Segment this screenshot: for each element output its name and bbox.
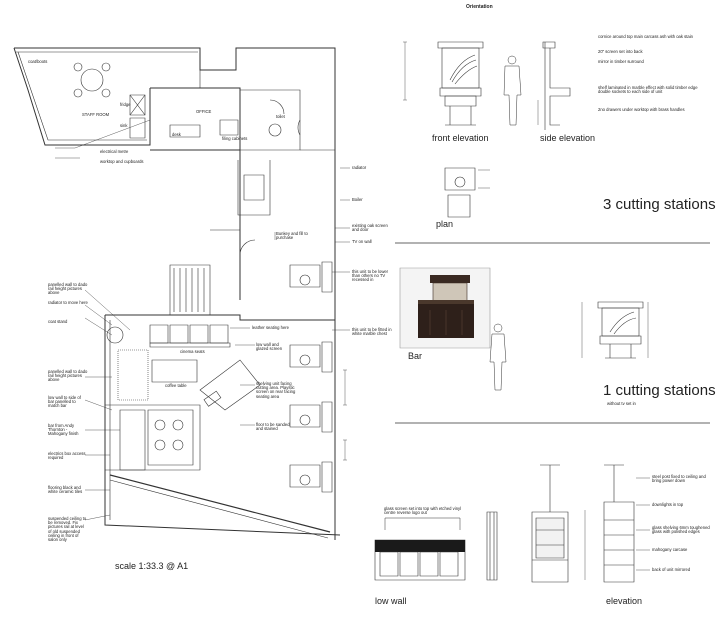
note-downlights: downlights in top — [652, 502, 684, 507]
note-boiler: Boiler — [352, 197, 363, 202]
note-panelled-wall-2: panelled wall to dado rail height pictur… — [48, 369, 88, 383]
person-silhouette-1 — [504, 56, 521, 125]
note-mirror: mirror in timber surround — [598, 59, 644, 64]
person-silhouette-2 — [490, 324, 506, 390]
label-front-elevation: front elevation — [432, 133, 489, 143]
label-bar: Bar — [408, 351, 423, 361]
station-plan-drawing — [445, 168, 490, 217]
note-radiator-move: radiator to move here — [48, 300, 88, 305]
note-floor-sanded: floor to be sanded and stained — [256, 422, 290, 432]
label-plan: plan — [436, 219, 454, 229]
label-filing-cabinets: filing cabinets — [222, 136, 248, 141]
note-electrical-metre: electrical metre — [100, 149, 129, 154]
label-low-wall: low wall — [375, 596, 407, 606]
note-steel-post: steel post fixed to ceiling and bring po… — [652, 474, 706, 484]
label-coat-boots: coat/boots — [28, 59, 48, 64]
title-3-cutting-stations: 3 cutting stations — [603, 196, 716, 213]
label-toilet: toilet — [276, 114, 285, 119]
label-desk: desk — [172, 132, 181, 137]
note-back-mirrored: back of unit mirrored — [652, 567, 691, 572]
scale-note: scale 1:33.3 @ A1 — [115, 561, 189, 571]
note-bar-thornton: bar from Andy Thornton - Mahogany finish — [48, 423, 79, 437]
note-screen: 20" screen set into back — [598, 49, 643, 54]
label-coffee-table: coffee table — [165, 383, 187, 388]
note-bunkey: Bunkey and fill to purchase — [276, 231, 308, 241]
subtitle-without-tv: without tv set in — [607, 401, 636, 406]
page-title: Orientation — [466, 4, 493, 10]
bar-image — [400, 268, 490, 348]
note-radiator: radiator — [352, 165, 367, 170]
note-coat-stand: coat stand — [48, 319, 68, 324]
note-suspended-ceiling: suspended ceiling to be removed. Fix pic… — [48, 516, 87, 543]
note-oak-screen: existing oak screen and door — [352, 223, 388, 233]
single-station-drawing — [582, 302, 648, 358]
note-drawers: 2no drawers under worktop with brass han… — [598, 107, 685, 112]
shelving-elevation-drawing — [532, 465, 650, 582]
note-shelving-unit: shelving unit facing cutting area. Plays… — [256, 381, 296, 399]
side-elevation-drawing — [538, 42, 570, 130]
note-electrics-box: electrics box access required — [48, 451, 86, 461]
label-elevation: elevation — [606, 596, 643, 606]
title-1-cutting-stations: 1 cutting stations — [603, 382, 716, 399]
low-wall-drawing — [375, 512, 497, 580]
note-white-marble: this unit to be fitted in white marble c… — [352, 327, 392, 337]
room-label-staff-room: STAFF ROOM — [82, 112, 110, 117]
room-label-office: OFFICE — [196, 109, 212, 114]
note-glass-screen: glass screen set into top with etched vi… — [384, 506, 462, 516]
note-tv-wall: TV on wall — [352, 239, 372, 244]
floor-plan-outline — [14, 48, 350, 540]
note-leather-seating: leather seating here — [252, 325, 290, 330]
label-cinema-seats: cinema seats — [180, 349, 205, 354]
note-lower-unit: this unit to be lower than others no TV … — [352, 269, 389, 283]
note-mahogany-carcase: mahogany carcase — [652, 547, 688, 552]
note-worktop: worktop and cupboards — [100, 159, 144, 164]
note-flooring: flooring black and white ceramic tiles — [48, 485, 83, 495]
note-panelled-wall-1: panelled wall to dado rail height pictur… — [48, 282, 88, 296]
note-low-wall-glazed: low wall and glazed screen — [256, 342, 283, 352]
label-sink: sink — [120, 123, 128, 128]
front-elevation-drawing — [403, 42, 483, 125]
note-low-wall-bar: low wall to side of bar panelled to matc… — [48, 395, 81, 409]
label-side-elevation: side elevation — [540, 133, 596, 143]
note-cornice: cornice around top main carcass ash with… — [598, 34, 693, 39]
note-glass-shelving: glass shelving 6mm toughened glass with … — [652, 525, 710, 535]
label-fridge: fridge — [120, 102, 131, 107]
note-shelf: shelf laminated in marble effect with so… — [598, 85, 698, 95]
